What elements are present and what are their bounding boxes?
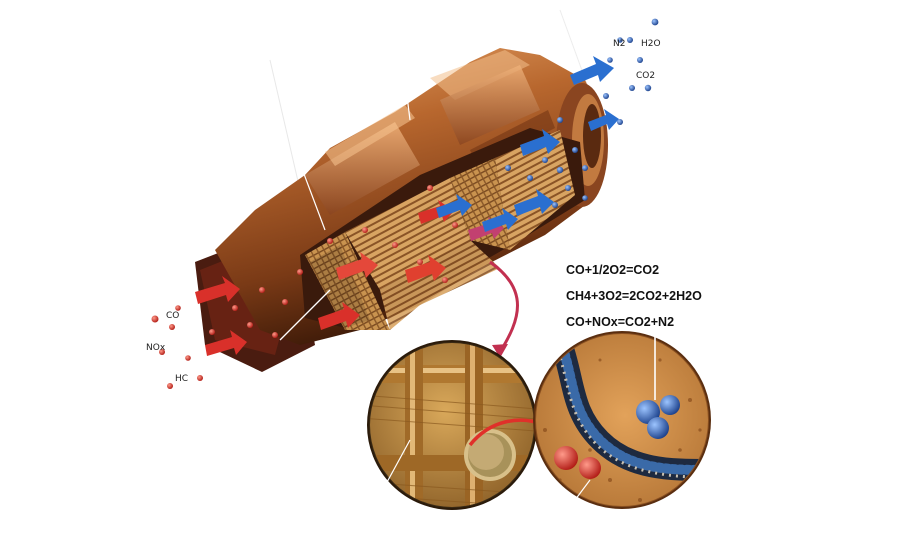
red-arrow-icon	[318, 302, 360, 330]
red-arrow-icon	[405, 255, 446, 283]
outlet-flow-arrows	[436, 56, 619, 232]
blue-arrow-icon	[482, 208, 518, 232]
pollutant-molecules	[151, 185, 458, 389]
curved-arrow-icon	[489, 260, 519, 353]
pollutant-molecule-pair	[554, 446, 601, 479]
blue-arrow-icon	[520, 129, 560, 156]
clean-molecules	[505, 18, 659, 208]
red-arrow-icon	[205, 330, 247, 356]
inlet-flow-arrows	[195, 200, 504, 356]
red-arrow-icon	[336, 252, 378, 280]
label-co2: CO2	[636, 71, 656, 81]
reaction-equation-3: CO+NOx=CO2+N2	[566, 315, 675, 329]
zoom-catalyst-circle	[533, 331, 711, 509]
blue-arrow-icon	[436, 194, 472, 218]
red-arrow-icon	[195, 276, 240, 304]
zoom-substrate-circle	[367, 340, 537, 510]
catalyst-particles	[549, 334, 708, 481]
reaction-equation-1: CO+1/2O2=CO2	[566, 263, 660, 277]
blue-arrow-icon	[514, 189, 554, 216]
label-nox: NOx	[146, 343, 166, 353]
clean-molecule-cluster	[636, 395, 680, 439]
blue-arrow-icon	[570, 56, 614, 85]
label-hc: HC	[175, 374, 189, 384]
blue-arrow-icon	[588, 109, 619, 131]
label-h2o: H2O	[641, 39, 661, 49]
label-n2: N2	[613, 39, 626, 49]
label-co: CO	[166, 311, 180, 321]
reaction-equation-2: CH4+3O2=2CO2+2H2O	[566, 289, 702, 303]
